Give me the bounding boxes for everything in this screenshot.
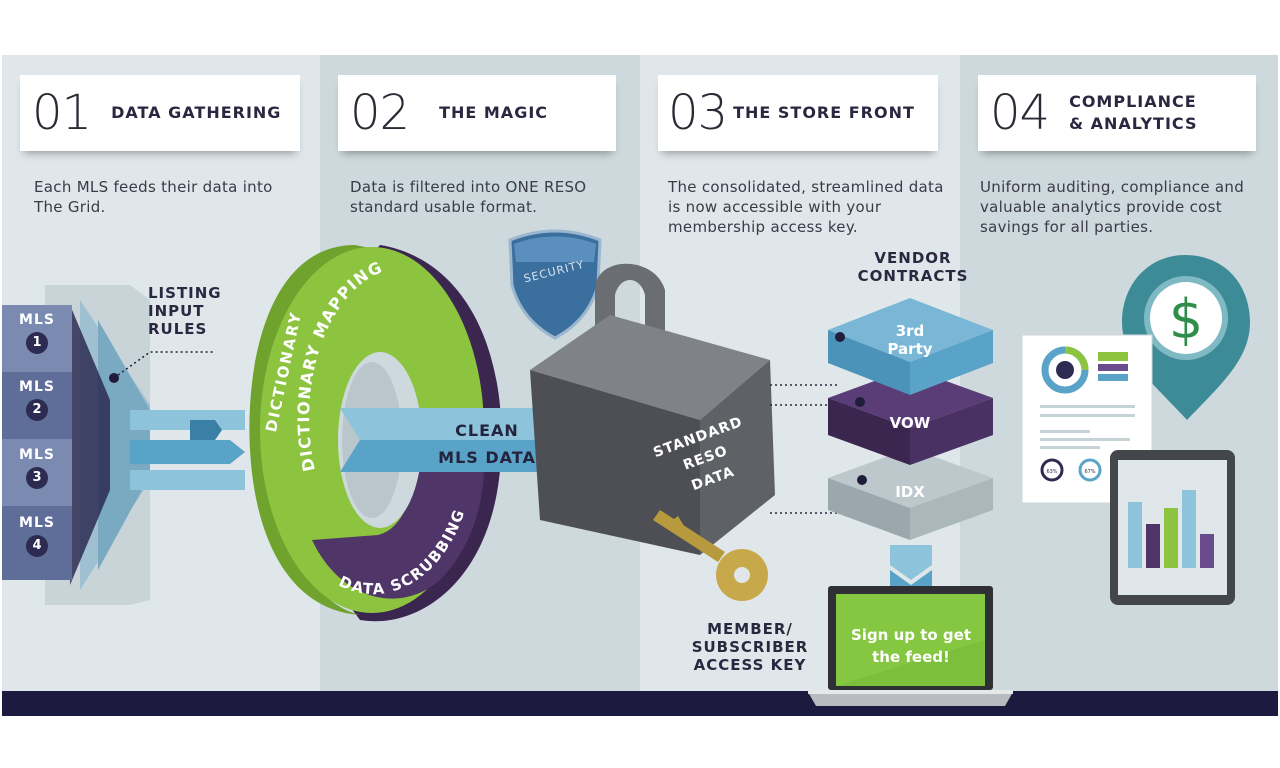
- bar: [1200, 534, 1214, 568]
- clean-data-label-2: MLS DATA: [438, 448, 536, 467]
- listing-input-rules-label: LISTING INPUT RULES: [148, 284, 222, 338]
- tier-label: IDX: [895, 483, 925, 501]
- access-key-label: MEMBER/ SUBSCRIBER ACCESS KEY: [691, 620, 809, 674]
- mls-number-badge: 1: [26, 332, 48, 354]
- step-number: 02: [350, 85, 410, 141]
- step-description-03: The consolidated, streamlined data is no…: [668, 178, 944, 236]
- vendor-tier-idx: [828, 448, 993, 540]
- dictionary-ring: [249, 245, 502, 622]
- mls-tab-3: MLS 3: [2, 447, 72, 489]
- step-number: 03: [668, 85, 728, 141]
- mls-tab-2: MLS 2: [2, 379, 72, 421]
- report-percent-2: 67%: [1084, 469, 1095, 475]
- padlock-icon: [530, 263, 775, 555]
- dollar-sign-icon: $: [1122, 255, 1250, 420]
- step-description-02: Data is filtered into ONE RESO standard …: [350, 178, 587, 216]
- tier-dot: [855, 397, 865, 407]
- step-number: 01: [32, 85, 92, 141]
- step-description-01: Each MLS feeds their data into The Grid.: [34, 178, 273, 216]
- vendor-contracts-label: VENDOR CONTRACTS: [857, 249, 969, 285]
- connector-lines: [770, 384, 865, 514]
- bar: [1164, 508, 1178, 568]
- shield-icon: [508, 229, 602, 340]
- mls-tab-1: MLS 1: [2, 312, 72, 354]
- svg-text:$: $: [1169, 288, 1203, 351]
- step-header-03: 03 THE STORE FRONT: [658, 75, 938, 151]
- vendor-tier-3rd-party: [828, 298, 993, 395]
- report-percent-1: 63%: [1046, 469, 1057, 475]
- bar: [1128, 502, 1142, 568]
- tier-label: Party: [887, 340, 932, 358]
- vendor-tier-vow: [828, 368, 993, 465]
- mls-tab-4: MLS 4: [2, 515, 72, 557]
- key-icon: [653, 510, 768, 601]
- mls-number-badge: 4: [26, 535, 48, 557]
- laptop-cta-line-1: Sign up to get: [851, 626, 971, 644]
- clean-data-label-1: CLEAN: [455, 421, 519, 440]
- tier-dot: [835, 332, 845, 342]
- step-number: 04: [990, 85, 1050, 141]
- bar: [1146, 524, 1160, 568]
- step-description-04: Uniform auditing, compliance and valuabl…: [980, 178, 1245, 236]
- laptop-icon: [808, 586, 1013, 706]
- tablet-icon: [1110, 450, 1235, 605]
- step-header-01: 01 DATA GATHERING: [20, 75, 300, 151]
- tier-label: 3rd: [896, 322, 925, 340]
- step-title: DATA GATHERING: [111, 103, 282, 122]
- step-header-04: 04 COMPLIANCE & ANALYTICS: [978, 75, 1256, 151]
- footer-bar: [2, 691, 1278, 716]
- step-title: THE MAGIC: [439, 103, 549, 122]
- mls-number-badge: 2: [26, 399, 48, 421]
- tier-dot: [857, 475, 867, 485]
- mls-number-badge: 3: [26, 467, 48, 489]
- step-header-02: 02 THE MAGIC: [338, 75, 616, 151]
- bar: [1182, 490, 1196, 568]
- step-title: THE STORE FRONT: [733, 103, 915, 122]
- step-title: COMPLIANCE & ANALYTICS: [1069, 92, 1198, 133]
- funnel-arrows: [130, 410, 245, 490]
- laptop-cta-line-2: the feed!: [872, 648, 950, 666]
- tier-label: VOW: [890, 414, 931, 432]
